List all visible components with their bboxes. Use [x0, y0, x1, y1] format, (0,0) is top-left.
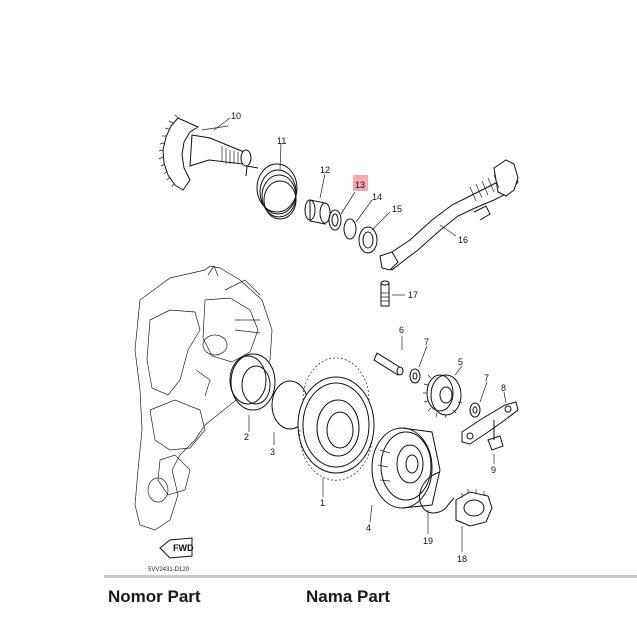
- callout-3[interactable]: 3: [270, 447, 275, 457]
- washer-7-lower[interactable]: [469, 402, 481, 418]
- collar-bushing[interactable]: [304, 199, 331, 225]
- retaining-plate[interactable]: [461, 401, 519, 445]
- callout-7-lower[interactable]: 7: [484, 373, 489, 383]
- fwd-label: FWD: [173, 543, 194, 553]
- callout-18[interactable]: 18: [457, 554, 467, 564]
- starter-drive-gear[interactable]: [455, 489, 493, 527]
- circlip-14[interactable]: [343, 218, 357, 240]
- torsion-spring[interactable]: [245, 163, 298, 220]
- callout-11[interactable]: 11: [277, 136, 286, 146]
- bolt-17[interactable]: [380, 280, 390, 307]
- table-divider: [104, 575, 637, 578]
- washer-13[interactable]: [328, 209, 342, 231]
- callout-12[interactable]: 12: [320, 165, 330, 175]
- washer-7-upper[interactable]: [409, 368, 421, 384]
- callout-15[interactable]: 15: [392, 204, 402, 214]
- callout-7-upper[interactable]: 7: [424, 337, 429, 347]
- crankcase-housing: [134, 265, 273, 531]
- column-header-part-name: Nama Part: [306, 587, 391, 606]
- oil-seal-15[interactable]: [358, 226, 378, 254]
- fwd-arrow-icon: FWD: [159, 537, 194, 559]
- callout-14[interactable]: 14: [372, 192, 382, 202]
- column-header-part-number: Nomor Part: [108, 587, 201, 606]
- callout-13[interactable]: 13: [355, 180, 365, 190]
- callout-5[interactable]: 5: [458, 357, 463, 367]
- leader-lines: [213, 117, 507, 552]
- callout-8[interactable]: 8: [501, 383, 506, 393]
- exploded-view-drawing: FWD 10 11: [134, 111, 519, 564]
- callout-16[interactable]: 16: [458, 235, 468, 245]
- callout-6[interactable]: 6: [399, 325, 404, 335]
- oil-seal-2[interactable]: [229, 353, 276, 411]
- callout-19[interactable]: 19: [423, 536, 433, 546]
- callout-9[interactable]: 9: [491, 465, 496, 475]
- idler-gear[interactable]: [423, 374, 463, 419]
- callout-1[interactable]: 1: [320, 498, 325, 508]
- callout-17[interactable]: 17: [408, 290, 418, 300]
- kick-crank-lever[interactable]: [379, 159, 519, 271]
- callout-10[interactable]: 10: [231, 111, 241, 121]
- callout-labels: 10 11 12 13 14 15 16 17 6 7 5 7 8 9 2 3 …: [231, 111, 506, 564]
- starter-wheel-gear[interactable]: [297, 357, 375, 481]
- callout-4[interactable]: 4: [366, 523, 371, 533]
- selected-part-highlight: [353, 175, 368, 191]
- diagram-code: 5VV2431-D120: [148, 567, 190, 573]
- bolt-9[interactable]: [487, 420, 504, 451]
- idler-shaft[interactable]: [373, 352, 404, 376]
- spring-clip[interactable]: [419, 471, 455, 514]
- callout-2[interactable]: 2: [244, 432, 249, 442]
- kick-axle-gear[interactable]: [158, 114, 252, 191]
- starter-clutch[interactable]: [371, 427, 441, 509]
